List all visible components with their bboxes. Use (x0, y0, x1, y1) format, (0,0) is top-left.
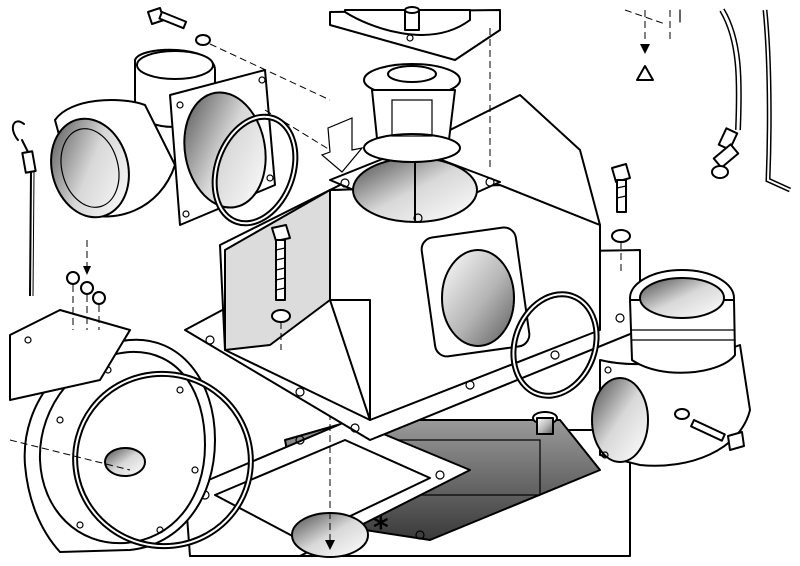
valve-body (363, 6, 461, 163)
tube-elbow-fitting (711, 143, 740, 179)
drain-plug (532, 411, 558, 435)
main-housing (184, 94, 641, 441)
housing-bolt-right (611, 163, 631, 275)
check-fitting (624, 9, 681, 81)
o-ring-discharge (510, 291, 600, 399)
top-gasket (329, 9, 501, 61)
plug-fittings (66, 240, 106, 330)
tube-line (717, 8, 792, 193)
left-housing-stub (9, 309, 131, 471)
callout-asterisk: * (373, 511, 389, 546)
lower-gasket (184, 419, 471, 558)
dipstick (11, 120, 37, 297)
dash-line-elbow (264, 109, 331, 151)
discharge-bolt (674, 408, 745, 451)
suction-elbow (50, 48, 276, 226)
elbow-bolt (147, 7, 331, 101)
o-ring-large (72, 370, 254, 550)
down-arrow (320, 117, 364, 173)
housing-bolt-left (271, 224, 291, 350)
o-ring-suction (211, 113, 299, 227)
